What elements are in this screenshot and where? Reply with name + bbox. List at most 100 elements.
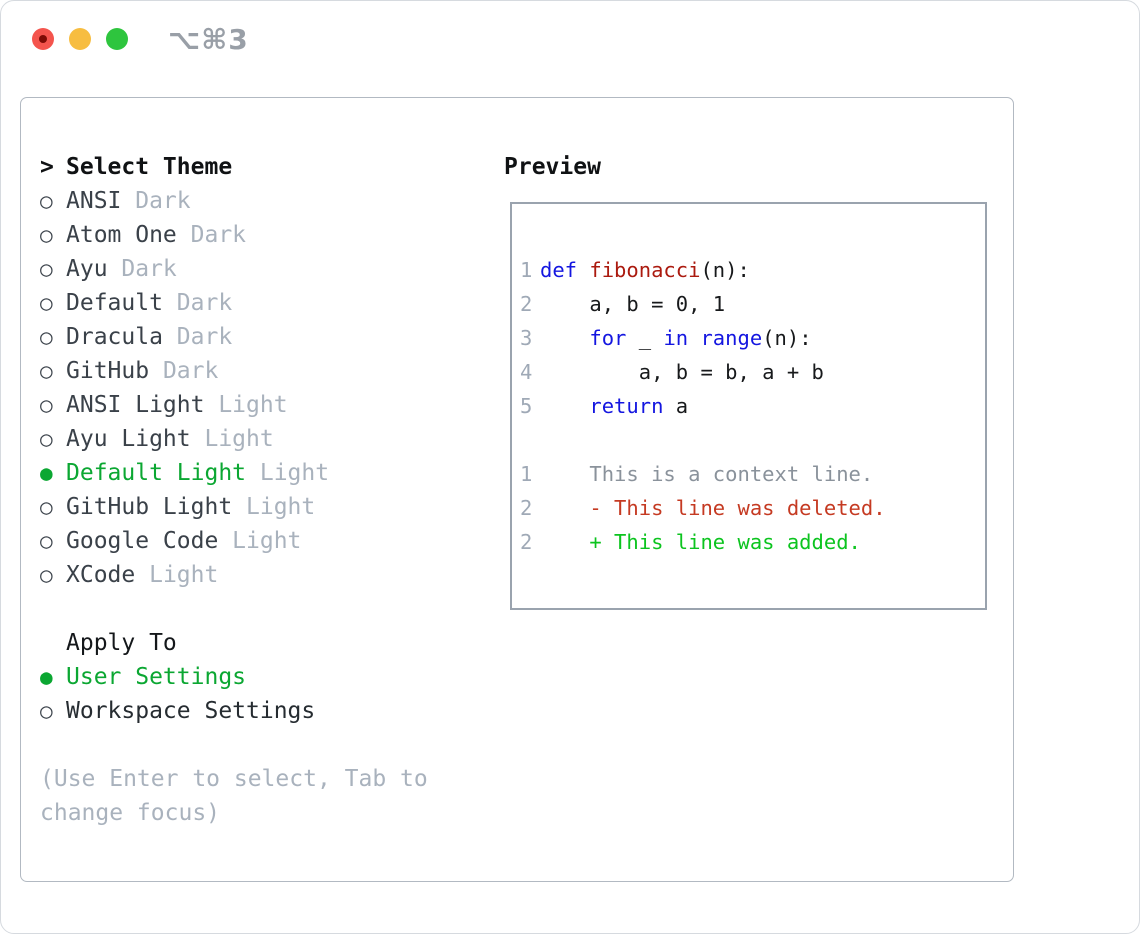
apply-to-option[interactable]: ● User Settings (40, 660, 428, 694)
theme-name: Ayu Light (66, 426, 191, 452)
radio-icon: ○ (40, 325, 53, 349)
code-line: 5 return a (520, 389, 985, 423)
diff-text: This is a context line. (540, 462, 874, 486)
theme-variant-badge: Dark (176, 290, 233, 316)
diff-text: - This line was deleted. (540, 496, 886, 520)
theme-option[interactable]: ○ ANSI Dark (40, 184, 428, 218)
diff-line-context: 1 This is a context line. (520, 457, 985, 491)
radio-icon: ○ (40, 563, 53, 587)
theme-name: XCode (66, 562, 136, 588)
radio-icon: ○ (40, 359, 53, 383)
theme-name: ANSI (66, 188, 122, 214)
line-number: 1 (520, 462, 533, 486)
code-text: a, b = b, a + b (540, 360, 824, 384)
diff-block: 1 This is a context line. 2 - This line w… (520, 457, 985, 559)
theme-variant-badge: Dark (135, 188, 191, 214)
radio-selected-icon: ● (40, 461, 53, 485)
code-line: 4 a, b = b, a + b (520, 355, 985, 389)
hint-text-line-1: (Use Enter to select, Tab to (40, 766, 428, 792)
line-number: 1 (520, 258, 533, 282)
theme-name: Atom One (66, 222, 177, 248)
theme-variant-badge: Light (259, 460, 330, 486)
line-number: 4 (520, 360, 533, 384)
radio-icon: ○ (40, 529, 53, 553)
code-line: 3 for _ in range(n): (520, 321, 985, 355)
close-button-dot-icon (39, 35, 47, 43)
apply-to-title: Apply To (66, 630, 177, 656)
theme-name: ANSI Light (66, 392, 205, 418)
apply-to-list: ● User Settings ○ Workspace Settings (40, 660, 428, 728)
cursor-caret-icon: > (40, 154, 54, 180)
code-text: return a (589, 394, 689, 418)
theme-select-header-row: > Select Theme (40, 150, 428, 184)
radio-icon: ○ (40, 257, 53, 281)
theme-variant-badge: Dark (176, 324, 233, 350)
theme-option[interactable]: ○ GitHub Dark (40, 354, 428, 388)
line-number: 2 (520, 496, 533, 520)
code-line: 1 def fibonacci(n): (520, 253, 985, 287)
radio-icon: ○ (40, 291, 53, 315)
line-number: 5 (520, 394, 533, 418)
theme-option[interactable]: ○ Default Dark (40, 286, 428, 320)
theme-name: Dracula (66, 324, 163, 350)
radio-icon: ○ (40, 427, 53, 451)
spacer (40, 592, 428, 626)
radio-selected-icon: ● (40, 665, 53, 689)
theme-option[interactable]: ○ Google Code Light (40, 524, 428, 558)
theme-variant-badge: Light (218, 392, 288, 418)
code-text: for _ in range(n): (589, 326, 812, 350)
theme-option[interactable]: ○ Ayu Dark (40, 252, 428, 286)
diff-line-added: 2 + This line was added. (520, 525, 985, 559)
radio-icon: ○ (40, 189, 53, 213)
titlebar: ⌥⌘3 (1, 1, 1139, 77)
window-shortcut-label: ⌥⌘3 (168, 23, 249, 56)
line-number: 3 (520, 326, 533, 350)
line-number: 2 (520, 530, 533, 554)
code-text: a, b = 0, 1 (540, 292, 726, 316)
minimize-button[interactable] (69, 28, 91, 50)
spacer (520, 423, 985, 457)
theme-option[interactable]: ○ Dracula Dark (40, 320, 428, 354)
theme-variant-badge: Light (149, 562, 219, 588)
line-number: 2 (520, 292, 533, 316)
apply-to-label: User Settings (66, 664, 247, 690)
theme-variant-badge: Light (246, 494, 316, 520)
apply-to-label: Workspace Settings (66, 698, 316, 724)
theme-option[interactable]: ○ GitHub Light Light (40, 490, 428, 524)
spacer (40, 728, 428, 762)
theme-variant-badge: Dark (121, 256, 177, 282)
theme-option[interactable]: ○ Atom One Dark (40, 218, 428, 252)
zoom-button[interactable] (106, 28, 128, 50)
theme-variant-badge: Dark (162, 358, 219, 384)
theme-name: Google Code (66, 528, 219, 554)
code-block: 1 def fibonacci(n): 2 a, b = 0, 1 3 for _ i… (520, 253, 985, 423)
theme-option[interactable]: ○ XCode Light (40, 558, 428, 592)
theme-name: Default (66, 290, 163, 316)
traffic-lights (32, 28, 128, 50)
theme-option[interactable]: ● Default Light Light (40, 456, 428, 490)
preview-title: Preview (504, 154, 601, 180)
theme-name: GitHub Light (66, 494, 233, 520)
diff-text: + This line was added. (540, 530, 861, 554)
radio-icon: ○ (40, 393, 53, 417)
theme-variant-badge: Dark (190, 222, 247, 248)
theme-name: GitHub (66, 358, 150, 384)
theme-option[interactable]: ○ ANSI Light Light (40, 388, 428, 422)
close-button[interactable] (32, 28, 54, 50)
radio-icon: ○ (40, 699, 53, 723)
preview-box: 1 def fibonacci(n): 2 a, b = 0, 1 3 for _ i… (510, 202, 987, 610)
theme-name: Ayu (66, 256, 108, 282)
hint-text-line-2: change focus) (40, 800, 221, 826)
theme-name: Default Light (66, 460, 247, 486)
code-text: def fibonacci(n): (540, 258, 750, 282)
theme-variant-badge: Light (232, 528, 302, 554)
theme-select-title: Select Theme (66, 154, 233, 180)
apply-to-option[interactable]: ○ Workspace Settings (40, 694, 428, 728)
radio-icon: ○ (40, 223, 53, 247)
radio-icon: ○ (40, 495, 53, 519)
